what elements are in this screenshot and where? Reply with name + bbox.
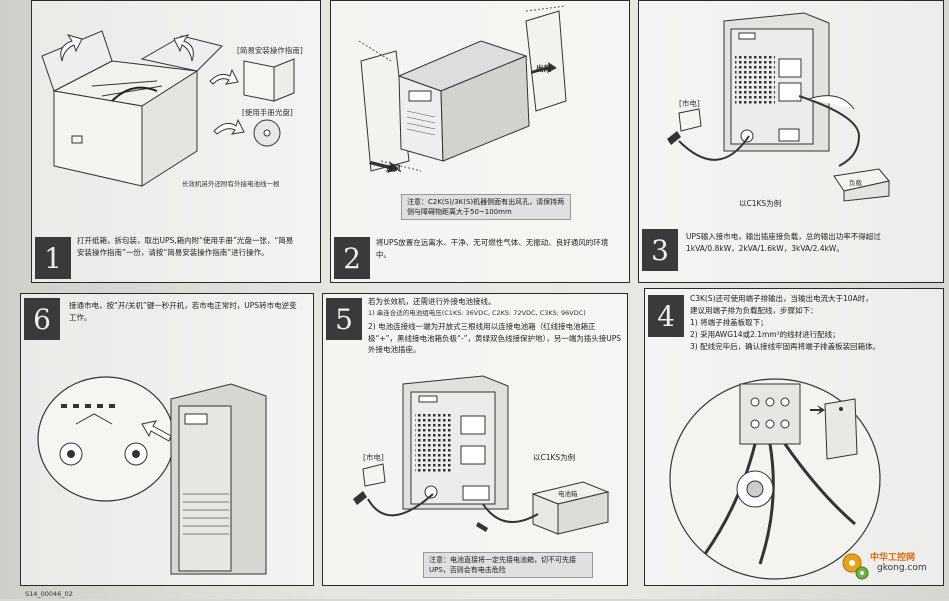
step-2-text: 将UPS放置在远离水、干净、无可燃性气体、无振动、良好通风的环境中。 <box>376 238 609 259</box>
footer-code: S14_00046_02 <box>25 590 73 598</box>
battery-wiring-illustration <box>353 375 610 535</box>
step-number-1: 1 <box>35 237 71 279</box>
battery-box-label: 电池箱 <box>558 490 578 498</box>
example-caption: 以C1KS为例 <box>739 199 782 208</box>
mains-label: [市电] <box>679 99 700 108</box>
step-panel-5: 5 若为长效机，还需进行外接电池接线。 1) 串连合适的电池组电压(C1KS: … <box>322 293 628 586</box>
step-5-item-1: 1) 串连合适的电池组电压(C1KS: 36VDC, C2KS: 72VDC, … <box>368 309 586 317</box>
step-6-text: 接通市电，按“开/关机”键一秒开机，若市电正常时，UPS转市电逆变工作。 <box>69 301 297 322</box>
step-4-line-2: 建议用端子排为负载配线，步骤如下： <box>690 306 818 315</box>
step-3-text: UPS输入接市电，输出插座接负载，总的输出功率不得超过1kVA/0.8kW，2k… <box>686 232 881 253</box>
step-number-3: 3 <box>642 229 678 271</box>
watermark-brand: 中华工控网 <box>870 553 916 563</box>
mains-label-5: [市电] <box>363 453 384 462</box>
step-panel-2: 进风 出风 注意：C2K(S)/3K(S)机器侧面有出风孔，请保持两侧与障碍物距… <box>330 0 630 283</box>
step-5-item-2: 2) 电池连接线一端为开放式三根线用以连接电池箱（红线接电池箱正极“+”，黑线接… <box>368 322 622 354</box>
step-4-item-3: 3) 配线完毕后，确认接线牢固再将端子排盖板装回箱体。 <box>690 342 881 351</box>
step-4-item-1: 1) 将端子排盖板取下； <box>690 318 768 327</box>
step-panel-1: [简易安装操作指南] [使用手册光盘] 长效机另外还附有外接电池线一根 1 打开… <box>31 0 321 283</box>
step-4-line-1: C3K(S)还可使用端子排输出，当输出电流大于10A时， <box>690 294 873 303</box>
step-panel-6: 6 接通市电，按“开/关机”键一秒开机，若市电正常时，UPS转市电逆变工作。 <box>20 293 314 586</box>
mains-load-illustration <box>667 12 890 202</box>
terminal-wiring-illustration <box>669 378 881 580</box>
quick-guide-label: [简易安装操作指南] <box>237 46 303 55</box>
step-panel-3: [市电] 负载 以C1KS为例 3 UPS输入接市电，输出插座接负载，总的输出功… <box>638 0 944 283</box>
out-air-label: 出风 <box>536 64 551 73</box>
step-1-text: 打开纸箱，拆包装，取出UPS,箱内附“使用手册”光盘一张，“简易安装操作指南”一… <box>77 236 294 257</box>
step-4-item-2: 2) 采用AWG14或2.1mm²的线材进行配线； <box>690 330 840 339</box>
watermark-site: gkong.com <box>877 563 927 573</box>
in-air-label: 进风 <box>386 164 401 173</box>
step-5-intro: 若为长效机，还需进行外接电池接线。 <box>368 297 496 306</box>
step-number-5: 5 <box>326 298 362 340</box>
cable-caption: 长效机另外还附有外接电池线一根 <box>182 180 280 188</box>
power-on-illustration <box>37 376 267 575</box>
load-label: 负载 <box>849 179 862 187</box>
ventilation-illustration <box>358 5 567 173</box>
ventilation-note: 注意：C2K(S)/3K(S)机器侧面有出风孔，请保持两侧与障碍物距离大于50~… <box>401 194 571 220</box>
step-number-4: 4 <box>648 295 684 337</box>
manual-cd-label: [使用手册光盘] <box>242 108 293 117</box>
gear-logo-icon <box>842 553 869 580</box>
step-number-6: 6 <box>24 298 60 340</box>
step-panel-4: 4 C3K(S)还可使用端子排输出，当输出电流大于10A时， 建议用端子排为负载… <box>644 288 944 586</box>
example-caption-5: 以C1KS为例 <box>533 453 576 462</box>
battery-note: 注意：电池直接将一定先接电池箱，切不可先接UPS，否则会有电击危险 <box>423 552 593 578</box>
step-number-2: 2 <box>334 237 370 279</box>
unboxing-illustration <box>41 30 295 187</box>
